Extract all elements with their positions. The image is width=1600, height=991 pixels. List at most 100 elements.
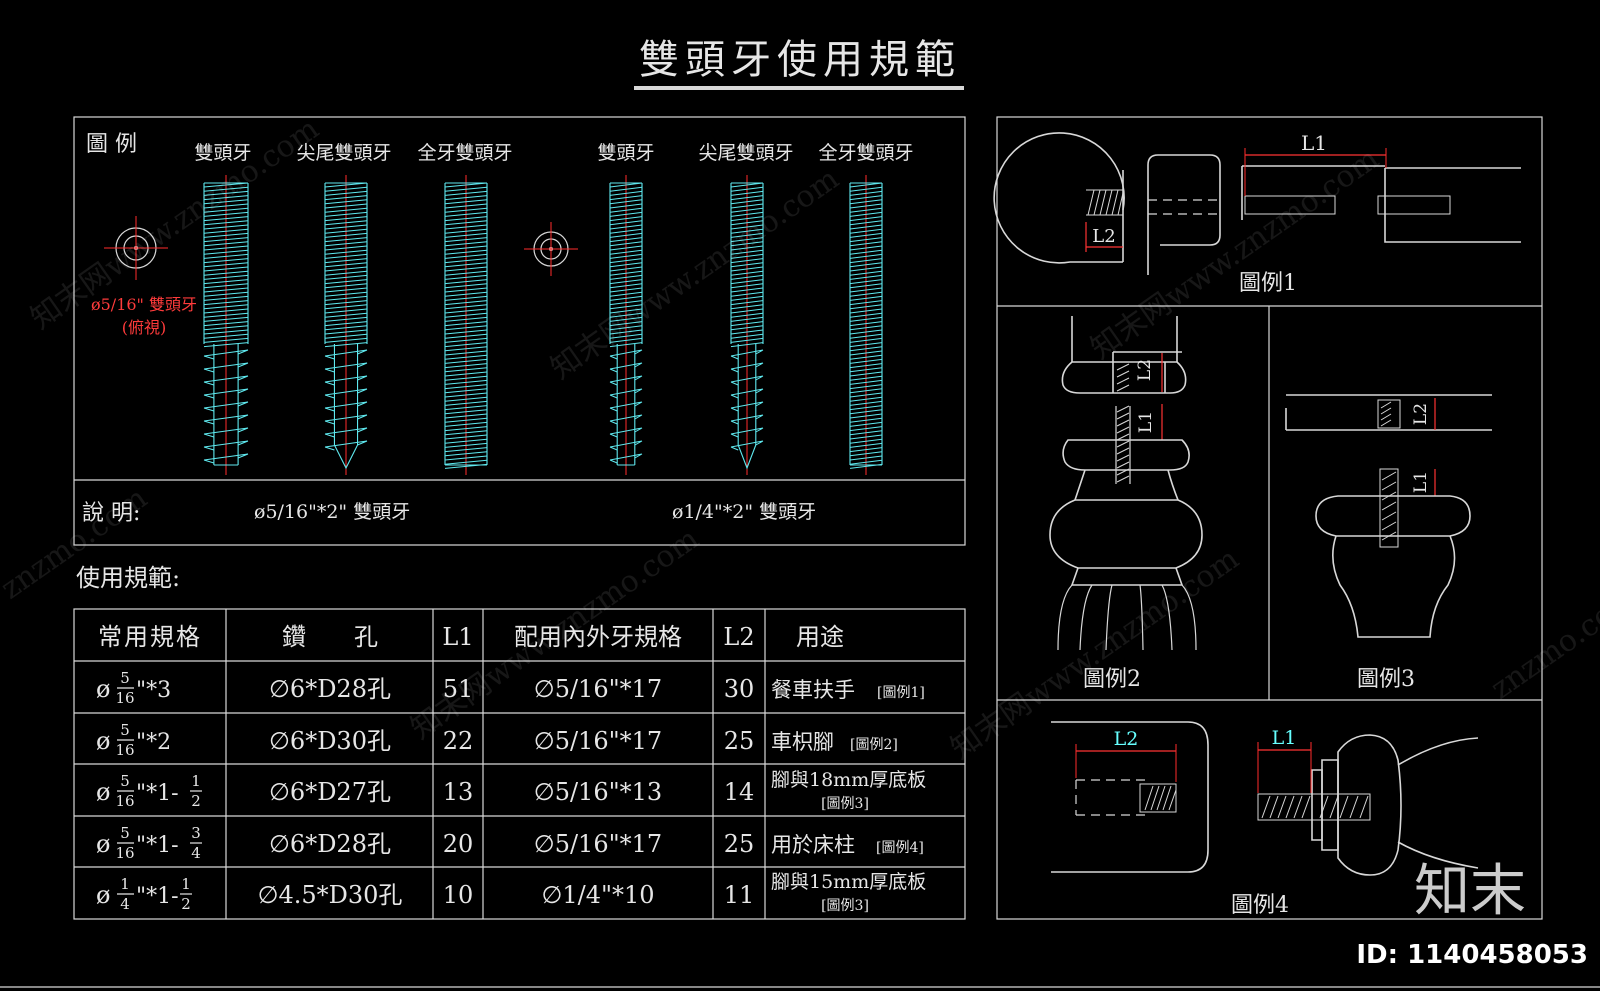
fig2-dim-l2: L2	[1135, 359, 1155, 381]
use-ref: [圖例3]	[821, 898, 869, 914]
watermark-text: 知末网www.znzmo.com	[1085, 141, 1386, 366]
watermark-text: 知末网www.znzmo.com	[545, 161, 846, 386]
screw-name-4: 雙頭牙	[597, 142, 654, 164]
spec-denominator: 16	[115, 792, 134, 810]
usage-heading: 使用規範:	[76, 564, 180, 592]
fig3-label: 圖例3	[1357, 667, 1415, 692]
spec-tail: "*2	[136, 730, 171, 755]
spec-phi: ø	[96, 727, 110, 755]
spec-numerator: 5	[120, 824, 130, 842]
fig3-dim-l2: L2	[1411, 403, 1431, 425]
thread-cell: ∅1/4"*10	[541, 881, 654, 909]
description-label: 說 明:	[82, 501, 140, 526]
thread-cell: ∅5/16"*17	[534, 675, 662, 703]
l2-cell: 14	[724, 778, 755, 806]
page-title: 雙頭牙使用規範	[639, 37, 961, 83]
figure-3: L2 L1 圖例3	[1285, 394, 1492, 692]
fig1-label: 圖例1	[1239, 271, 1297, 296]
screw-name-5: 尖尾雙頭牙	[698, 142, 793, 164]
drill-cell: ∅6*D30孔	[269, 727, 391, 755]
table-row: ø 5 16 "*2 ∅6*D30孔 22 ∅5/16"*17 25 車枳腳 […	[96, 721, 898, 759]
table-header-use: 用途	[796, 623, 844, 651]
thread-cell: ∅5/16"*17	[534, 727, 662, 755]
fig2-label: 圖例2	[1083, 667, 1141, 692]
description-left: ø5/16"*2" 雙頭牙	[254, 501, 410, 523]
screw-4	[609, 175, 643, 475]
l1-cell: 22	[443, 727, 474, 755]
fig1-bolt	[1244, 195, 1451, 215]
screw-6	[849, 175, 883, 475]
table-row: ø 1 4 "*1- 1 2 ∅4.5*D30孔 10 ∅1/4"*10 11 …	[96, 871, 926, 914]
table-header-l1: L1	[442, 623, 473, 651]
spec-phi: ø	[96, 675, 110, 703]
top-view-label: ø5/16" 雙頭牙	[91, 295, 197, 314]
spec-numerator: 1	[120, 875, 130, 893]
spec-numerator: 5	[120, 772, 130, 790]
top-view-sublabel: (俯視)	[122, 318, 167, 337]
table-row: ø 5 16 "*1- 1 2 ∅6*D27孔 13 ∅5/16"*13 14 …	[96, 769, 926, 812]
spec-frac-denominator: 2	[181, 895, 191, 913]
use-cell: 餐車扶手	[771, 678, 855, 702]
spec-denominator: 4	[120, 895, 130, 913]
spec-denominator: 16	[115, 689, 134, 707]
spec-frac-denominator: 4	[191, 844, 201, 862]
spec-frac-denominator: 2	[191, 792, 201, 810]
fig4-dim-l1: L1	[1272, 727, 1297, 749]
l2-cell: 25	[724, 727, 755, 755]
drill-cell: ∅4.5*D30孔	[258, 881, 403, 909]
spec-phi: ø	[96, 778, 110, 806]
spec-frac-numerator: 1	[181, 875, 191, 893]
spec-numerator: 5	[120, 721, 130, 739]
use-ref: [圖例2]	[850, 737, 898, 753]
fig2-dim-l1: L1	[1136, 411, 1156, 433]
fig4-label: 圖例4	[1231, 893, 1289, 918]
screw-5	[730, 175, 764, 475]
fig1-dim-l1: L1	[1301, 131, 1327, 155]
spec-tail: "*1-	[136, 884, 179, 909]
thread-cell: ∅5/16"*13	[534, 778, 662, 806]
top-view-symbol-2	[524, 222, 578, 276]
table-header-drill: 鑽 孔	[282, 623, 378, 651]
screw-drawings	[203, 175, 883, 475]
spec-denominator: 16	[115, 741, 134, 759]
screw-1	[203, 175, 249, 475]
figure-4: L2 L1 圖例4	[1051, 721, 1479, 918]
l2-cell: 11	[724, 881, 755, 909]
legend-label: 圖 例	[86, 132, 137, 157]
drill-cell: ∅6*D28孔	[269, 830, 391, 858]
table-header-l2: L2	[723, 623, 754, 651]
figure-2: L2 L1 圖例2	[1049, 316, 1203, 692]
description-right: ø1/4"*2" 雙頭牙	[672, 501, 816, 523]
use-cell: 腳與18mm厚底板	[771, 769, 926, 791]
table-header-thread: 配用內外牙規格	[514, 623, 682, 651]
fig4-dim-l2: L2	[1114, 728, 1139, 750]
use-ref: [圖例1]	[877, 685, 925, 701]
screw-name-3: 全牙雙頭牙	[417, 142, 512, 164]
spec-frac-numerator: 1	[191, 772, 201, 790]
spec-phi: ø	[96, 881, 110, 909]
usage-table: 常用規格 鑽 孔 L1 配用內外牙規格 L2 用途 ø 5 16 "*3 ∅6*…	[73, 608, 966, 920]
watermark-id: ID: 1140458053	[1356, 940, 1588, 970]
l2-cell: 25	[724, 830, 755, 858]
table-header-spec: 常用規格	[98, 623, 202, 651]
screw-name-1: 雙頭牙	[194, 142, 251, 164]
fig1-dim-l2: L2	[1092, 226, 1115, 247]
screw-name-6: 全牙雙頭牙	[818, 142, 913, 164]
top-view-symbol-1	[104, 216, 168, 280]
spec-phi: ø	[96, 830, 110, 858]
thread-cell: ∅5/16"*17	[534, 830, 662, 858]
use-ref: [圖例4]	[876, 840, 924, 856]
screw-3	[444, 175, 488, 475]
spec-frac-numerator: 3	[191, 824, 201, 842]
l1-cell: 51	[443, 675, 474, 703]
figures-panel: L2 L1 圖例1 L2	[993, 116, 1543, 920]
l1-cell: 10	[443, 881, 474, 909]
use-cell: 腳與15mm厚底板	[771, 871, 926, 893]
figure-1: L2 L1 圖例1	[993, 131, 1521, 296]
spec-tail: "*3	[136, 678, 171, 703]
legend-panel: 圖 例 雙頭牙 尖尾雙頭牙 全牙雙頭牙 雙頭牙 尖尾雙頭牙 全牙雙頭牙 ø5/1…	[73, 116, 966, 546]
drill-cell: ∅6*D27孔	[269, 778, 391, 806]
l2-cell: 30	[724, 675, 755, 703]
spec-denominator: 16	[115, 844, 134, 862]
